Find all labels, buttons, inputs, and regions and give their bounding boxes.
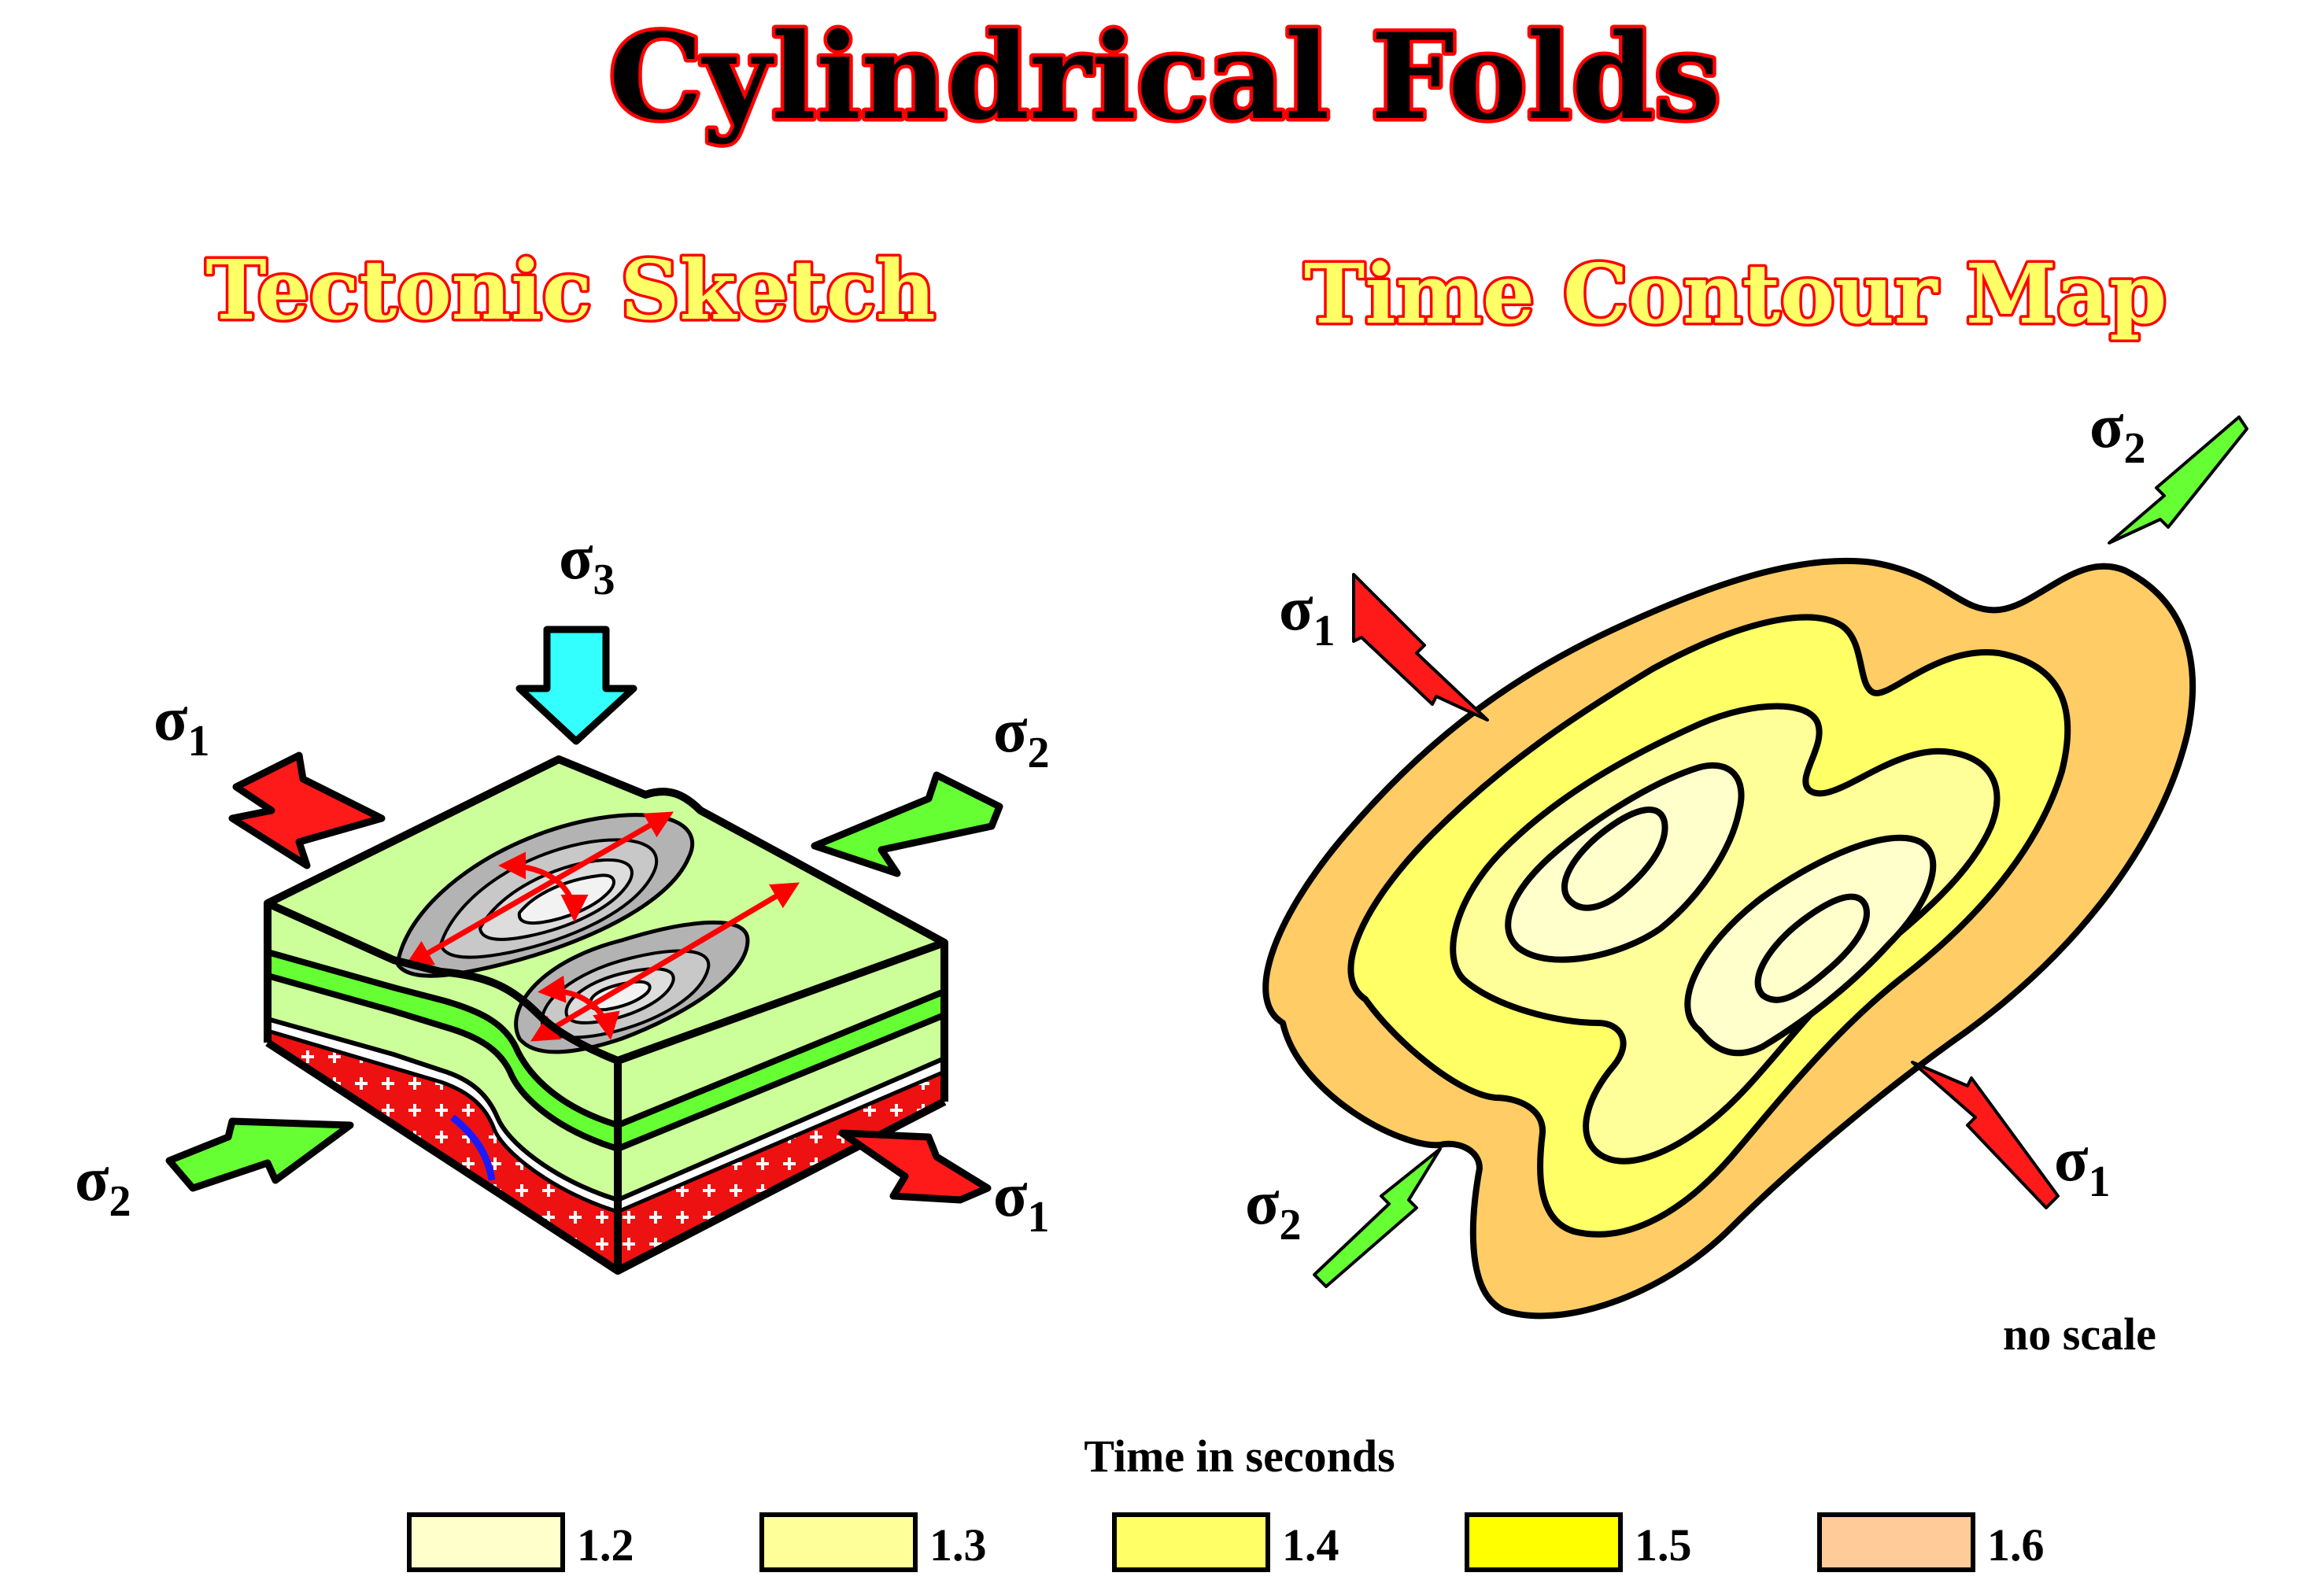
tectonic-sketch-title: Tectonic Sketch: [205, 242, 935, 338]
tectonic-block-diagram: [264, 755, 948, 1275]
map-sigma1-arrow-se: [1911, 1061, 2060, 1209]
map-sigma2-label-ne: σ2: [2089, 392, 2146, 473]
legend-label-1-2: 1.2: [577, 1519, 634, 1571]
map-sigma1-label-nw: σ1: [1279, 574, 1336, 655]
legend-label-1-3: 1.3: [929, 1519, 987, 1571]
legend: Time in seconds 1.2 1.3 1.4 1.5 1.6: [407, 1430, 2045, 1572]
map-sigma2-label-sw: σ2: [1245, 1168, 1302, 1250]
legend-swatch-1-4: [1112, 1512, 1270, 1572]
sigma2-label-sketch-sw: σ2: [75, 1145, 131, 1226]
sigma1-label-sketch-nw: σ1: [153, 685, 210, 766]
sigma3-label-sketch: σ3: [559, 523, 615, 604]
legend-swatch-1-6: [1817, 1512, 1975, 1572]
contour-1-2-west: [1561, 807, 1668, 911]
map-sigma1-label-se: σ1: [2054, 1125, 2111, 1206]
block-right-face: [616, 943, 946, 1271]
legend-label-1-5: 1.5: [1635, 1519, 1692, 1571]
sigma3-arrow: [515, 626, 637, 745]
figure-title: Cylindrical Folds: [609, 8, 1721, 146]
time-contour-map-title: Time Contour Map: [1304, 245, 2167, 342]
sigma1-arrow-nw: [228, 751, 386, 869]
legend-swatch-1-5: [1465, 1512, 1623, 1572]
time-contour-map: [1262, 557, 2196, 1320]
map-sigma1-arrow-nw: [1352, 573, 1489, 722]
scale-note: no scale: [2003, 1309, 2156, 1360]
sigma1-label-sketch-se: σ1: [993, 1161, 1050, 1242]
legend-label-1-6: 1.6: [1987, 1519, 2045, 1571]
map-stress-arrows: [1313, 415, 2248, 1288]
legend-title: Time in seconds: [1084, 1430, 1395, 1482]
sigma2-arrow-sw: [165, 1117, 354, 1192]
sketch-stress-arrows: [165, 626, 1003, 1204]
fold-axes: [404, 811, 800, 1042]
sigma2-label-sketch-ne: σ2: [993, 696, 1050, 777]
map-sigma2-arrow-sw: [1313, 1147, 1442, 1288]
sigma2-arrow-ne: [811, 771, 1003, 877]
legend-items: 1.2 1.3 1.4 1.5 1.6: [407, 1512, 2045, 1572]
legend-label-1-4: 1.4: [1282, 1519, 1339, 1571]
map-sigma2-arrow-ne: [2108, 415, 2248, 545]
legend-swatch-1-2: [407, 1512, 565, 1572]
legend-swatch-1-3: [759, 1512, 918, 1572]
block-outline: [264, 755, 948, 1065]
contour-1-2-east: [1754, 893, 1870, 1003]
sigma1-arrow-se: [838, 1129, 992, 1204]
